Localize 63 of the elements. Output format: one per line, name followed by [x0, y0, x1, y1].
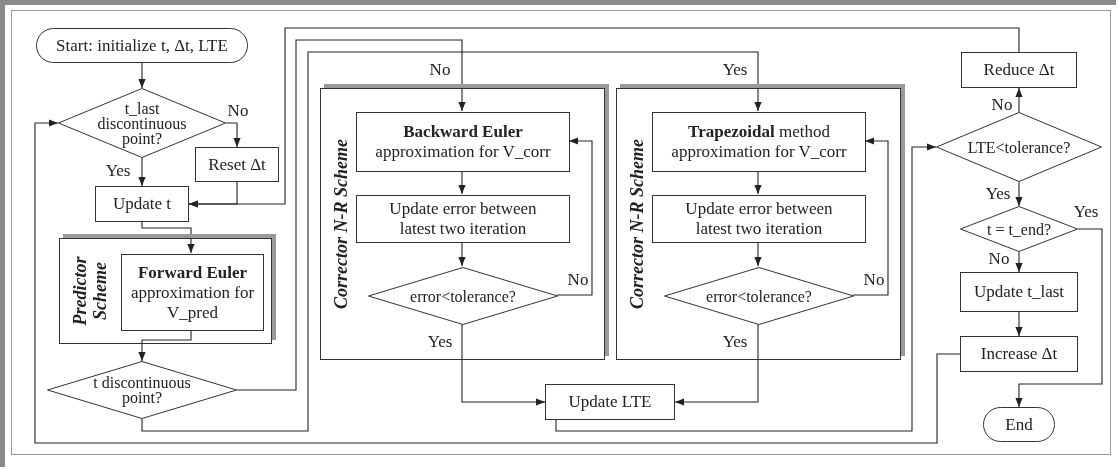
- node-text: Increase Δt: [980, 344, 1058, 364]
- connector-arrow: [556, 137, 593, 296]
- connector-arrow: [141, 221, 195, 254]
- process-box: [960, 272, 1078, 312]
- vertical-group-title: Predictor Scheme: [70, 255, 110, 328]
- node-text: Update t_last: [973, 282, 1065, 302]
- connector-arrow: [188, 27, 1020, 208]
- connector-arrow: [34, 119, 961, 444]
- node-text: error<tolerance?: [410, 288, 516, 304]
- connector-arrow: [138, 329, 192, 362]
- connector-arrow: [236, 39, 466, 391]
- node-text: Backward Euler approximation for V_corr: [374, 122, 552, 162]
- node-text: Reduce Δt: [983, 60, 1055, 80]
- node-text: Forward Euler approximation for V_pred: [129, 262, 256, 323]
- node-text: End: [1005, 414, 1033, 435]
- node-text: t = t_end?: [986, 221, 1052, 237]
- node-text: Update error between latest two iteration: [684, 199, 834, 239]
- connector-arrow: [1015, 181, 1023, 207]
- vertical-group-title: Corrector N-R Scheme: [627, 138, 647, 311]
- connector-arrow: [141, 51, 762, 432]
- node-text: Trapezoidal method approximation for V_corr: [670, 122, 848, 162]
- node-text: Update error between latest two iteration: [388, 199, 538, 239]
- connector-arrow: [754, 170, 762, 195]
- terminal-rounded-box: [983, 407, 1055, 442]
- connector-arrow: [852, 137, 889, 296]
- connector-arrow: [754, 241, 762, 267]
- process-box: [652, 195, 866, 243]
- decision-diamond: [58, 88, 226, 158]
- connector-arrow: [138, 62, 146, 89]
- node-text: Reset Δt: [208, 154, 266, 175]
- process-box: [960, 336, 1078, 372]
- connector-arrow: [458, 241, 466, 267]
- process-box: [195, 147, 279, 182]
- connector-arrow: [1015, 311, 1023, 337]
- process-box: [961, 52, 1077, 88]
- process-box: [356, 195, 570, 243]
- node-text: t_last discontinuous point?: [96, 100, 188, 146]
- terminal-rounded-box: [36, 28, 248, 63]
- connector-arrow: [225, 122, 241, 148]
- connector-arrow: [461, 323, 546, 406]
- process-box: [95, 186, 189, 222]
- connector-arrow: [138, 157, 146, 187]
- decision-diamond: [664, 267, 854, 325]
- connector-arrow: [1015, 87, 1023, 113]
- decision-diamond: [368, 267, 558, 325]
- decision-diamond: [47, 361, 237, 419]
- vertical-group-title: Corrector N-R Scheme: [331, 138, 351, 311]
- node-text: Update LTE: [568, 392, 652, 412]
- node-text: LTE<tolerance?: [967, 139, 1071, 155]
- node-text: Start: initialize t, Δt, LTE: [56, 35, 228, 56]
- process-box: [652, 112, 866, 172]
- process-box: [356, 112, 570, 172]
- process-box: [545, 384, 675, 420]
- connector-arrow: [1015, 251, 1023, 273]
- connector-arrow: [555, 143, 937, 432]
- process-box: [121, 254, 264, 331]
- connector-arrow: [1015, 228, 1103, 408]
- connector-arrow: [458, 170, 466, 195]
- node-text: error<tolerance?: [706, 288, 812, 304]
- node-text: t discontinuous point?: [92, 375, 192, 405]
- decision-diamond: [936, 112, 1102, 182]
- connector-arrow: [674, 323, 759, 406]
- node-text: Update t: [112, 194, 172, 214]
